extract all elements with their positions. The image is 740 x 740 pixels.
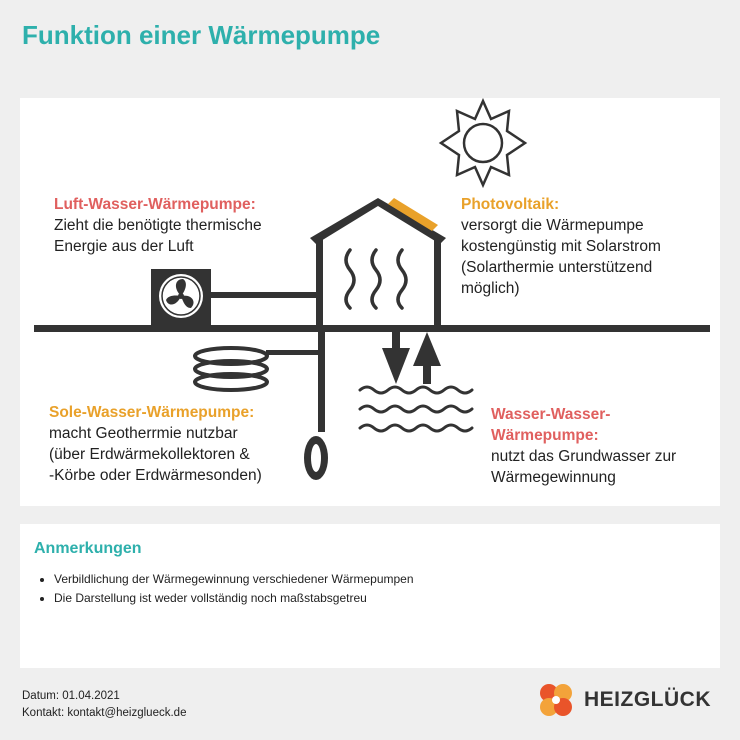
heat-wave-icon [344, 248, 356, 310]
brand-logo-text: HEIZGLÜCK [584, 688, 711, 711]
ground-coil-icon [193, 346, 322, 392]
air-water-heading: Luft-Wasser-Wärmepumpe: [54, 196, 256, 213]
photovoltaic-label: Photovoltaik: versorgt die Wärmepumpe ko… [461, 194, 661, 299]
air-water-line: Zieht die benötigte thermische [54, 217, 262, 234]
ground-line [34, 325, 710, 332]
ground-probe-icon [304, 332, 328, 480]
list-item: Verbildlichung der Wärmegewinnung versch… [54, 570, 414, 589]
list-item: Die Darstellung ist weder vollständig no… [54, 589, 414, 608]
brine-water-line: (über Erdwärmekollektoren & [49, 446, 250, 463]
heat-wave-icon [370, 248, 382, 310]
photovoltaic-line: versorgt die Wärmepumpe [461, 217, 644, 234]
water-water-line: Wärmegewinnung [491, 469, 616, 486]
footer-date: Datum: 01.04.2021 [22, 690, 120, 702]
footer: Datum: 01.04.2021 Kontakt: kontakt@heizg… [22, 688, 186, 722]
photovoltaic-line: möglich) [461, 280, 520, 297]
house-icon [310, 198, 446, 329]
water-water-heading: Wasser-Wasser- [491, 406, 611, 423]
water-water-line: nutzt das Grundwasser zur [491, 448, 677, 465]
brine-water-label: Sole-Wasser-Wärmepumpe: macht Geotherrmi… [49, 402, 262, 486]
footer-contact: Kontakt: kontakt@heizglueck.de [22, 707, 187, 719]
water-water-label: Wasser-Wasser- Wärmepumpe: nutzt das Gru… [491, 404, 676, 488]
brand-logo: HEIZGLÜCK [536, 680, 711, 720]
photovoltaic-line: kostengünstig mit Solarstrom [461, 238, 661, 255]
sun-icon [438, 98, 528, 189]
air-water-line: Energie aus der Luft [54, 238, 194, 255]
water-water-heading: Wärmepumpe: [491, 427, 599, 444]
fan-unit-icon [151, 269, 211, 326]
diagram-panel: Luft-Wasser-Wärmepumpe: Zieht die benöti… [20, 98, 720, 506]
arrow-down-icon [382, 332, 410, 384]
photovoltaic-line: (Solarthermie unterstützend [461, 259, 653, 276]
groundwater-waves-icon [358, 385, 474, 433]
heat-wave-icon [396, 248, 408, 310]
solar-panel-icon [388, 198, 438, 231]
pipe-line [211, 292, 317, 298]
notes-panel: Anmerkungen Verbildlichung der Wärmegewi… [20, 524, 720, 668]
arrow-up-icon [413, 332, 441, 384]
brine-water-line: macht Geotherrmie nutzbar [49, 425, 238, 442]
brine-water-line: -Körbe oder Erdwärmesonden) [49, 467, 262, 484]
brine-water-heading: Sole-Wasser-Wärmepumpe: [49, 404, 255, 421]
air-water-label: Luft-Wasser-Wärmepumpe: Zieht die benöti… [54, 194, 262, 257]
page-title: Funktion einer Wärmepumpe [22, 20, 381, 50]
clover-logo-icon [540, 684, 572, 716]
notes-list: Verbildlichung der Wärmegewinnung versch… [34, 570, 414, 608]
heat-pump-diagram [34, 98, 710, 480]
photovoltaic-heading: Photovoltaik: [461, 196, 560, 213]
notes-title: Anmerkungen [34, 540, 142, 557]
